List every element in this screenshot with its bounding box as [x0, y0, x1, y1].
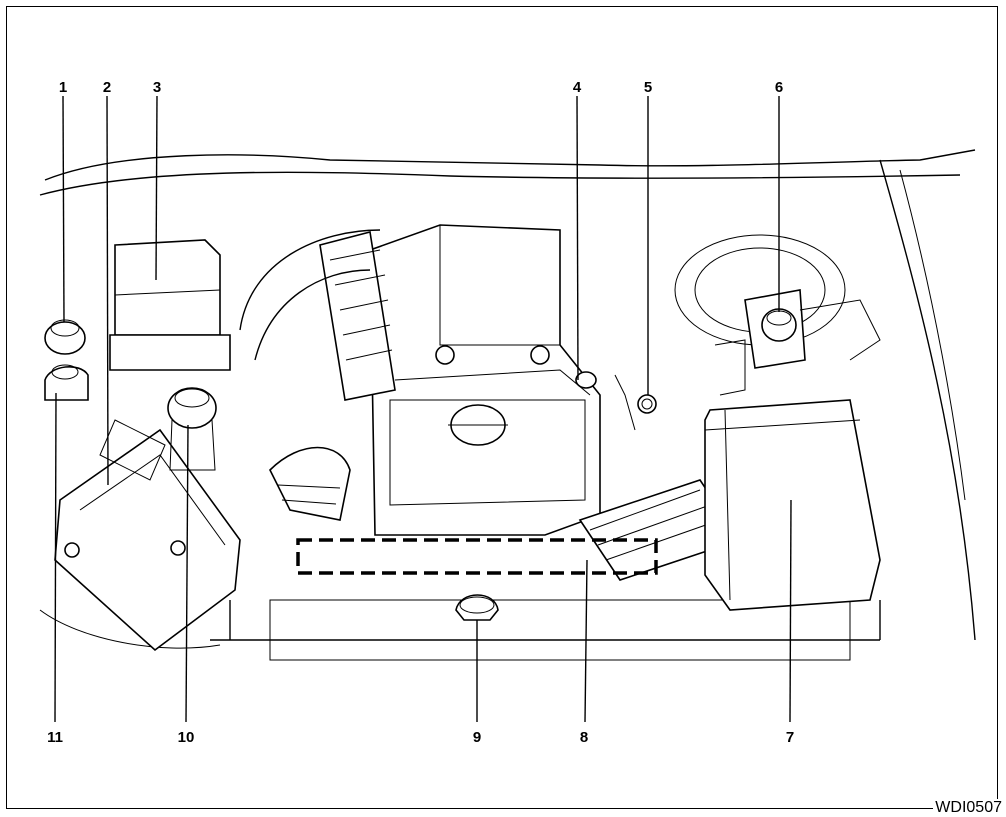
washer-caps: [44, 319, 89, 401]
callout-8: 8: [580, 729, 588, 746]
relay-box: [109, 239, 231, 371]
callout-6: 6: [775, 79, 783, 96]
callout-9: 9: [473, 729, 481, 746]
battery: [54, 419, 241, 652]
engine-cover: [369, 224, 601, 536]
callout-10: 10: [178, 729, 195, 746]
figure-code: WDI0507: [933, 799, 1004, 817]
power-steering-reservoir: [167, 387, 217, 471]
callout-1: 1: [59, 79, 67, 96]
drive-belt-highlight-box: [296, 538, 658, 575]
brake-reservoir: [674, 234, 881, 396]
radiator-cap: [455, 594, 499, 621]
figure-frame: [6, 6, 998, 809]
callout-4: 4: [573, 79, 582, 96]
callout-2: 2: [103, 79, 111, 96]
callout-11: 11: [47, 729, 63, 746]
callout-labels: 1 2 3 4 5 6 7 8 9 10 11: [47, 79, 794, 746]
dipsticks: [575, 371, 657, 431]
intake-manifold: [239, 229, 396, 401]
callout-3: 3: [153, 79, 161, 96]
air-intake: [269, 399, 881, 611]
callout-5: 5: [644, 79, 652, 96]
leader-lines: [54, 95, 792, 723]
callout-7: 7: [786, 729, 794, 746]
body-outline: [39, 149, 976, 661]
